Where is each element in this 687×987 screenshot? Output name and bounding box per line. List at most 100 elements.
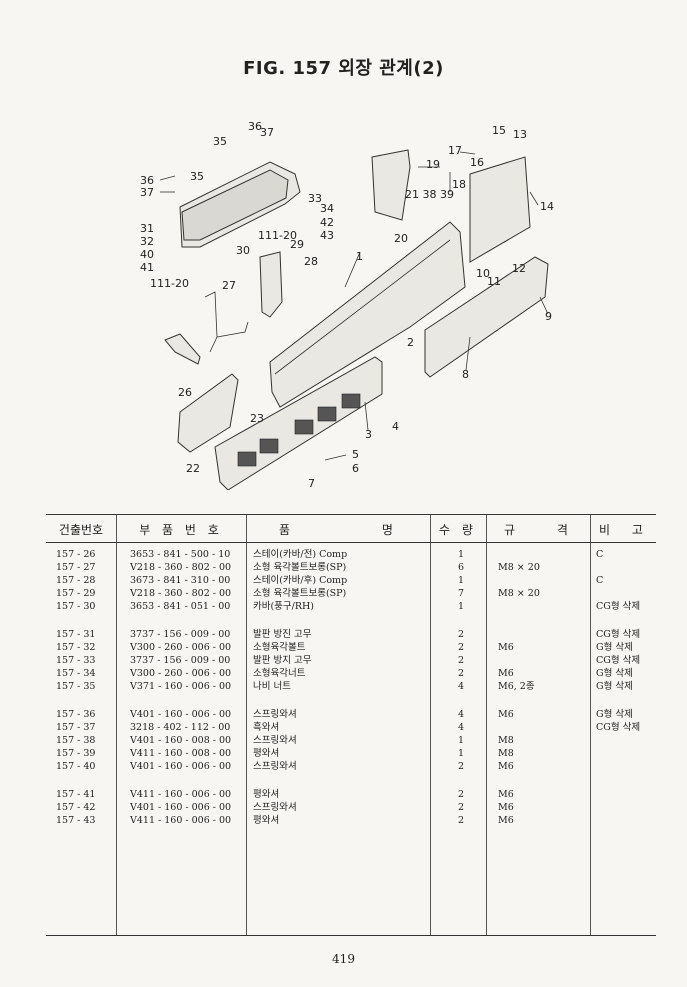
table-cell-remark: C — [596, 549, 604, 560]
table-cell-qty: 1 — [457, 549, 465, 560]
leader-line — [364, 401, 369, 431]
table-cell-qty: 6 — [457, 562, 465, 573]
table-cell-remark: G형 삭제 — [596, 681, 633, 692]
table-cell-part: 3737 - 156 - 009 - 00 — [130, 629, 231, 640]
callout-43: 43 — [320, 229, 334, 242]
table-cell-part: 3218 - 402 - 112 - 00 — [130, 722, 231, 733]
callout-8: 8 — [462, 368, 469, 381]
table-cell-part: 3673 - 841 - 310 - 00 — [130, 575, 231, 586]
callout-36: 36 — [140, 174, 154, 187]
table-cell-name: 스프링와셔 — [253, 735, 297, 746]
callout-9: 9 — [545, 310, 552, 323]
table-row: 157 - 27 V218 - 360 - 802 - 00 소형 육각볼트보롱(S… — [46, 561, 656, 574]
table-cell-name: 나비 너트 — [253, 681, 291, 692]
leader-line — [529, 191, 539, 206]
table-cell-name: 스테이(카바/후) Comp — [253, 575, 348, 586]
callout-11: 11 — [487, 275, 501, 288]
table-cell-no: 157 - 38 — [56, 735, 96, 746]
header-part-name: 품 명 — [279, 523, 397, 537]
column-divider — [246, 515, 247, 935]
table-cell-remark: CG형 삭제 — [596, 722, 641, 733]
callout-35: 35 — [190, 170, 204, 183]
table-cell-name: 소형육각너트 — [253, 668, 306, 679]
table-cell-spec: M6 — [498, 761, 514, 772]
table-cell-remark: CG형 삭제 — [596, 601, 641, 612]
header-item-no: 건출번호 — [58, 523, 104, 537]
parts-table: 건출번호 부 품 번 호 품 명 수 량 규 격 비 고 157 - 26 365… — [46, 514, 656, 936]
callout-15: 15 — [492, 124, 506, 137]
leader-line — [159, 175, 176, 181]
callout-4: 4 — [392, 420, 399, 433]
table-cell-qty: 4 — [457, 722, 465, 733]
table-cell-part: 3653 - 841 - 051 - 00 — [130, 601, 231, 612]
table-cell-qty: 2 — [457, 802, 465, 813]
table-cell-spec: M6 — [498, 668, 514, 679]
table-header: 건출번호 부 품 번 호 품 명 수 량 규 격 비 고 — [46, 515, 656, 543]
bracket-30 — [259, 251, 283, 318]
callout-29: 29 — [290, 238, 304, 251]
callout-37: 37 — [140, 186, 154, 199]
callout-18: 18 — [452, 178, 466, 191]
table-cell-qty: 2 — [457, 789, 465, 800]
table-cell-no: 157 - 26 — [56, 549, 96, 560]
table-cell-spec: M6 — [498, 815, 514, 826]
page-number: 419 — [332, 952, 355, 966]
callout-35-top: 35 — [213, 135, 227, 148]
table-cell-part: V300 - 260 - 006 - 00 — [130, 642, 232, 653]
table-cell-no: 157 - 40 — [56, 761, 96, 772]
table-cell-name: 카바(풍구/RH) — [253, 601, 315, 612]
stay-27 — [204, 291, 249, 353]
table-cell-part: 3653 - 841 - 500 - 10 — [130, 549, 231, 560]
panel-19 — [371, 149, 411, 221]
table-cell-no: 157 - 35 — [56, 681, 96, 692]
table-cell-part: V401 - 160 - 008 - 00 — [130, 735, 232, 746]
callout-26: 26 — [178, 386, 192, 399]
callout-7: 7 — [308, 477, 315, 490]
table-cell-part: V401 - 160 - 006 - 00 — [130, 761, 232, 772]
column-divider — [116, 515, 117, 935]
table-cell-name: 스프링와셔 — [253, 709, 297, 720]
callout-14: 14 — [540, 200, 554, 213]
callout-34: 34 — [320, 202, 334, 215]
leader-line — [459, 151, 476, 155]
callout-20: 20 — [394, 232, 408, 245]
main-side-cover-1 — [269, 221, 466, 408]
table-cell-name: 소형 육각볼트보롱(SP) — [253, 562, 347, 573]
table-cell-qty: 7 — [457, 588, 465, 599]
callout-16: 16 — [470, 156, 484, 169]
table-cell-part: V371 - 160 - 006 - 00 — [130, 681, 232, 692]
cover-panel-upper-left-face — [181, 169, 289, 241]
callout-19: 19 — [426, 158, 440, 171]
leader-line — [324, 454, 347, 461]
table-cell-no: 157 - 41 — [56, 789, 96, 800]
table-cell-qty: 2 — [457, 668, 465, 679]
table-cell-spec: M6 — [498, 642, 514, 653]
exploded-parts-diagram: 1 2 3 4 5 6 7 8 9 10 11 12 13 14 15 16 1… — [120, 112, 570, 491]
table-cell-no: 157 - 27 — [56, 562, 96, 573]
side-cover-8 — [424, 256, 549, 378]
header-remarks: 비 고 — [599, 523, 647, 537]
table-cell-part: V218 - 360 - 802 - 00 — [130, 562, 232, 573]
table-cell-qty: 2 — [457, 642, 465, 653]
front-corner-22 — [177, 373, 239, 453]
table-cell-name: 스프링와셔 — [253, 802, 297, 813]
table-cell-spec: M8 × 20 — [498, 562, 540, 573]
callout-33: 33 — [308, 192, 322, 205]
callout-10: 10 — [476, 267, 490, 280]
callout-5: 5 — [352, 448, 359, 461]
table-cell-no: 157 - 39 — [56, 748, 96, 759]
callout-17: 17 — [448, 144, 462, 157]
column-divider — [430, 515, 431, 935]
grille-vent — [237, 451, 257, 467]
callout-27: 27 — [222, 279, 236, 292]
bracket-26 — [164, 333, 201, 365]
